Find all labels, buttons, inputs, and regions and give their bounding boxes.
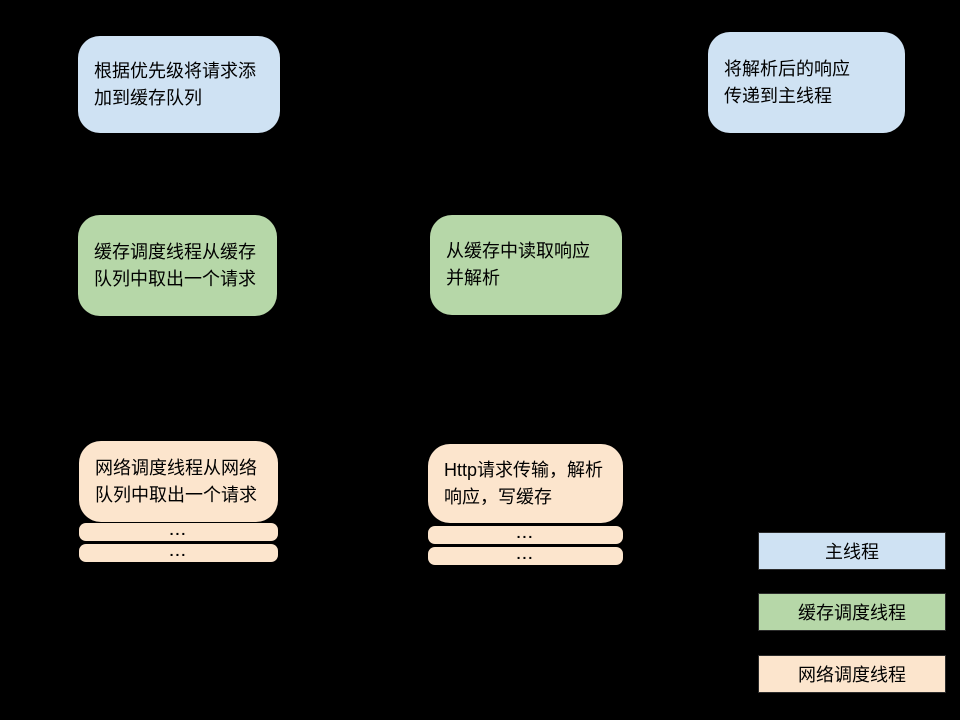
legend-cache-scheduler-thread-label: 缓存调度线程 xyxy=(798,603,906,623)
node-read-cache-and-parse-label: 从缓存中读取响应 并解析 xyxy=(446,241,590,288)
node-add-to-cache-queue: 根据优先级将请求添 加到缓存队列 xyxy=(78,36,280,133)
ellipsis-label: ... xyxy=(169,522,188,538)
node-http-transfer-parse-write-cache-label: Http请求传输，解析 响应，写缓存 xyxy=(444,459,604,507)
http-queue-bar-1: ... xyxy=(428,526,623,544)
legend-main-thread: 主线程 xyxy=(758,532,946,570)
node-read-cache-and-parse: 从缓存中读取响应 并解析 xyxy=(430,215,622,315)
network-queue-bar-1: ... xyxy=(79,523,278,541)
node-network-dequeue-request-label: 网络调度线程从网络 队列中取出一个请求 xyxy=(95,457,257,505)
node-http-transfer-parse-write-cache: Http请求传输，解析 响应，写缓存 xyxy=(428,444,623,523)
node-cache-dequeue-request: 缓存调度线程从缓存 队列中取出一个请求 xyxy=(78,215,277,316)
legend-network-scheduler-thread: 网络调度线程 xyxy=(758,655,946,693)
node-deliver-response-to-main-thread: 将解析后的响应 传递到主线程 xyxy=(708,32,905,133)
legend-network-scheduler-thread-label: 网络调度线程 xyxy=(798,665,906,685)
ellipsis-label: ... xyxy=(516,546,535,562)
ellipsis-label: ... xyxy=(169,543,188,559)
node-network-dequeue-request: 网络调度线程从网络 队列中取出一个请求 xyxy=(79,441,278,522)
node-add-to-cache-queue-label: 根据优先级将请求添 加到缓存队列 xyxy=(94,60,256,108)
legend-main-thread-label: 主线程 xyxy=(825,542,879,562)
network-queue-bar-2: ... xyxy=(79,544,278,562)
node-deliver-response-to-main-thread-label: 将解析后的响应 传递到主线程 xyxy=(724,58,850,106)
legend-cache-scheduler-thread: 缓存调度线程 xyxy=(758,593,946,631)
node-cache-dequeue-request-label: 缓存调度线程从缓存 队列中取出一个请求 xyxy=(94,241,256,289)
ellipsis-label: ... xyxy=(516,525,535,541)
http-queue-bar-2: ... xyxy=(428,547,623,565)
